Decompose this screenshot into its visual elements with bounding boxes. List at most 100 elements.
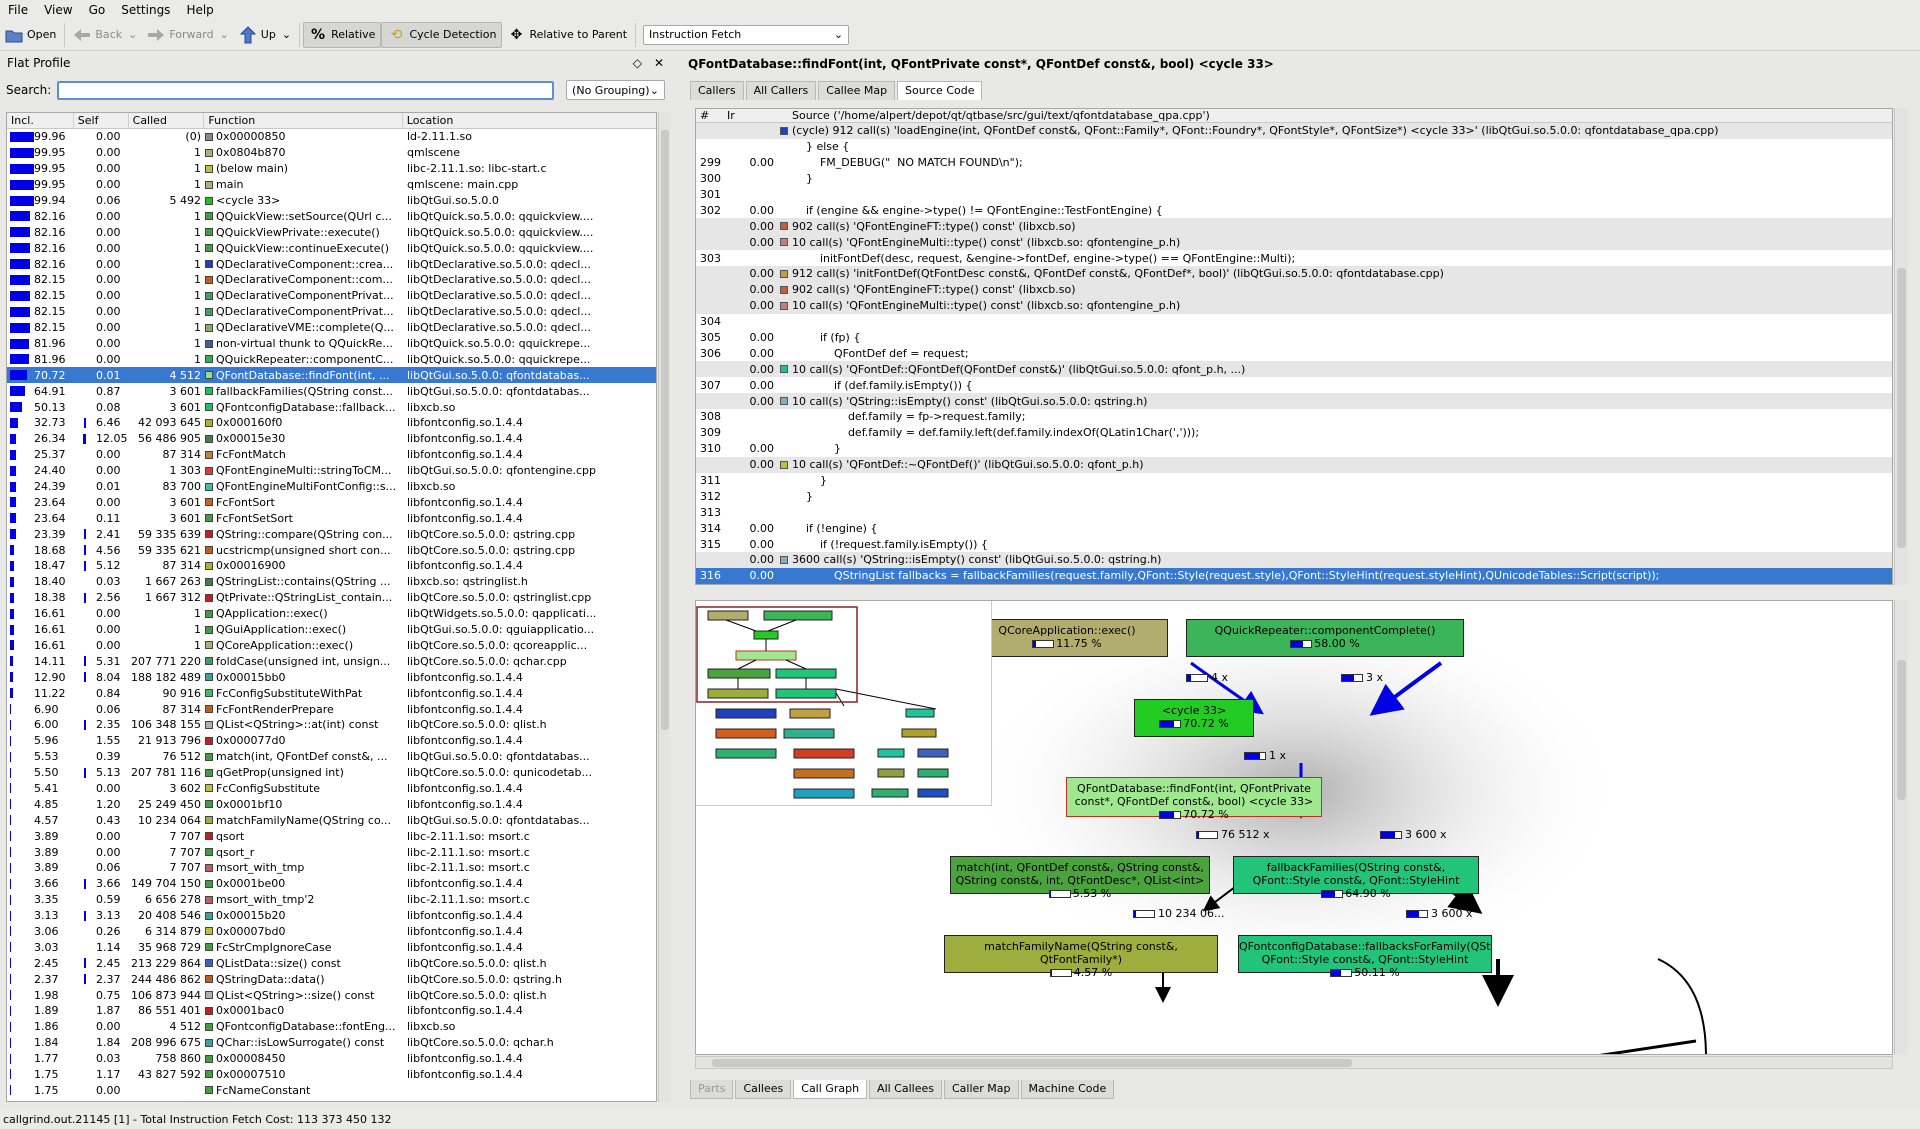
source-line[interactable]: 300 } [696, 171, 1892, 187]
graph-minimap[interactable] [696, 601, 992, 806]
menu-help[interactable]: Help [186, 2, 214, 17]
source-line[interactable]: 304 [696, 314, 1892, 330]
forward-button[interactable]: Forward⌄ [142, 22, 233, 48]
tab-machine-code[interactable]: Machine Code [1020, 1080, 1115, 1099]
minimap-viewport[interactable] [696, 606, 858, 703]
relative-toggle[interactable]: %Relative [303, 21, 382, 48]
scrollbar-thumb[interactable] [1897, 660, 1906, 800]
column-header-ir[interactable]: Ir [727, 109, 735, 122]
source-line[interactable]: 308 def.family = fp->request.family; [696, 409, 1892, 425]
tab-call-graph[interactable]: Call Graph [793, 1080, 868, 1099]
tab-caller-map[interactable]: Caller Map [943, 1080, 1019, 1099]
column-header-incl[interactable]: Incl. [7, 113, 74, 129]
tab-all-callers[interactable]: All Callers [745, 81, 817, 100]
column-header-source[interactable]: Source ('/home/alpert/depot/qt/qtbase/sr… [792, 109, 1210, 122]
up-button[interactable]: Up⌄ [234, 22, 296, 48]
source-line[interactable]: 309 def.family = def.family.left(def.fam… [696, 425, 1892, 441]
menu-view[interactable]: View [44, 2, 73, 17]
graph-node[interactable]: match(int, QFontDef const&, QString cons… [950, 856, 1210, 900]
tab-parts[interactable]: Parts [690, 1080, 734, 1099]
graph-node[interactable]: QFontconfigDatabase::fallbacksForFamily(… [1238, 935, 1492, 979]
graph-node[interactable]: <cycle 33>70.72 % [1134, 699, 1254, 737]
relative-to-parent-toggle[interactable]: ✥Relative to Parent [502, 22, 632, 48]
edge-repeater-cycle[interactable] [1369, 661, 1443, 716]
cycle-detection-toggle[interactable]: ⟲Cycle Detection [381, 21, 503, 48]
source-line[interactable]: 303 initFontDef(desc, request, &engine->… [696, 250, 1892, 266]
column-header-called[interactable]: Called [129, 113, 205, 129]
call-line[interactable]: (cycle) 912 call(s) 'loadEngine(int, QFo… [696, 123, 1892, 139]
back-button[interactable]: Back⌄ [68, 22, 142, 48]
source-line[interactable]: 312 } [696, 488, 1892, 504]
open-button[interactable]: Open [0, 22, 61, 48]
column-header-self[interactable]: Self [74, 113, 129, 129]
search-input[interactable] [57, 80, 555, 100]
graph-node[interactable]: QQuickRepeater::componentComplete()58.00… [1186, 619, 1464, 657]
graph-vscrollbar[interactable] [1894, 600, 1908, 1055]
scrollbar-thumb[interactable] [661, 130, 669, 730]
menu-go[interactable]: Go [88, 2, 106, 17]
tab-callee-map[interactable]: Callee Map [818, 81, 896, 100]
source-line[interactable]: 301 [696, 187, 1892, 203]
column-header-line[interactable]: # [700, 109, 710, 122]
event-type-select[interactable]: Instruction Fetch⌄ [643, 24, 850, 45]
scrollbar-thumb[interactable] [712, 1059, 1352, 1067]
column-header-function[interactable]: Function [204, 113, 403, 129]
menu-file[interactable]: File [8, 2, 29, 17]
grouping-select[interactable]: (No Grouping)⌄ [566, 80, 665, 100]
